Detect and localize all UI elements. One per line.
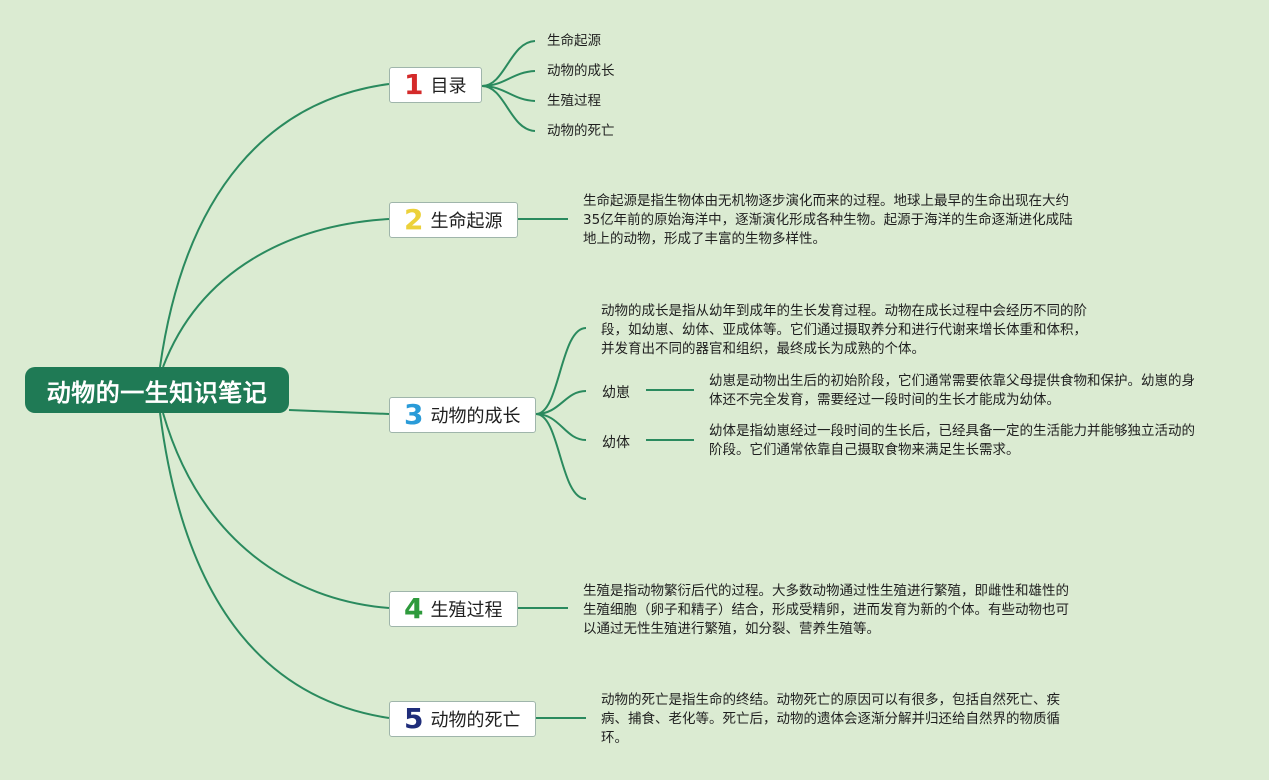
growth-sub-label-juvenile[interactable]: 幼体 (602, 435, 630, 451)
toc-item-growth[interactable]: 动物的成长 (547, 63, 615, 79)
root-title: 动物的一生知识笔记 (46, 378, 268, 407)
root-node[interactable]: 动物的一生知识笔记 (25, 367, 289, 413)
link-growth-sub-1 (535, 390, 587, 415)
growth-sub-text-cub: 幼崽是动物出生后的初始阶段，它们通常需要依靠父母提供食物和保护。幼崽的身体还不完… (709, 373, 1195, 408)
branch-reproduction[interactable]: 4 生殖过程 (389, 591, 518, 627)
link-root-branch-1 (159, 83, 390, 368)
link-root-branch-4 (162, 412, 390, 609)
branch-number: 2 (404, 203, 424, 236)
branch-number: 4 (404, 592, 424, 625)
growth-sub-text-juvenile: 幼体是指幼崽经过一段时间的生长后，已经具备一定的生活能力并能够独立活动的阶段。它… (709, 423, 1195, 458)
link-growth-sub-2 (535, 413, 587, 441)
link-toc-item-4 (481, 85, 536, 132)
reproduction-text: 生殖是指动物繁衍后代的过程。大多数动物通过性生殖进行繁殖，即雌性和雄性的生殖细胞… (583, 583, 1069, 637)
link-growth-intro (535, 327, 587, 415)
link-root-branch-5 (159, 412, 390, 719)
branch-toc[interactable]: 1 目录 (389, 67, 482, 103)
link-root-branch-3 (288, 409, 390, 415)
origin-text: 生命起源是指生物体由无机物逐步演化而来的过程。地球上最早的生命出现在大约35亿年… (583, 193, 1073, 247)
link-root-branch-2 (162, 218, 390, 368)
death-text: 动物的死亡是指生命的终结。动物死亡的原因可以有很多，包括自然死亡、疾病、捕食、老… (601, 692, 1060, 746)
toc-item-death[interactable]: 动物的死亡 (547, 123, 615, 139)
branch-growth[interactable]: 3 动物的成长 (389, 397, 536, 433)
branch-label: 生命起源 (430, 211, 503, 232)
branch-origin[interactable]: 2 生命起源 (389, 202, 518, 238)
branch-label: 目录 (430, 76, 467, 97)
branch-label: 动物的死亡 (430, 710, 521, 731)
branch-number: 5 (404, 702, 424, 735)
branch-label: 动物的成长 (430, 406, 521, 427)
branch-death[interactable]: 5 动物的死亡 (389, 701, 536, 737)
toc-item-origin[interactable]: 生命起源 (547, 33, 601, 49)
branch-label: 生殖过程 (430, 600, 503, 621)
branch-number: 3 (404, 398, 424, 431)
branch-number: 1 (404, 68, 424, 101)
toc-item-reproduction[interactable]: 生殖过程 (547, 93, 601, 109)
growth-intro-text: 动物的成长是指从幼年到成年的生长发育过程。动物在成长过程中会经历不同的阶段，如幼… (601, 303, 1087, 357)
growth-sub-label-cub[interactable]: 幼崽 (602, 385, 630, 401)
link-growth-end (535, 413, 587, 500)
